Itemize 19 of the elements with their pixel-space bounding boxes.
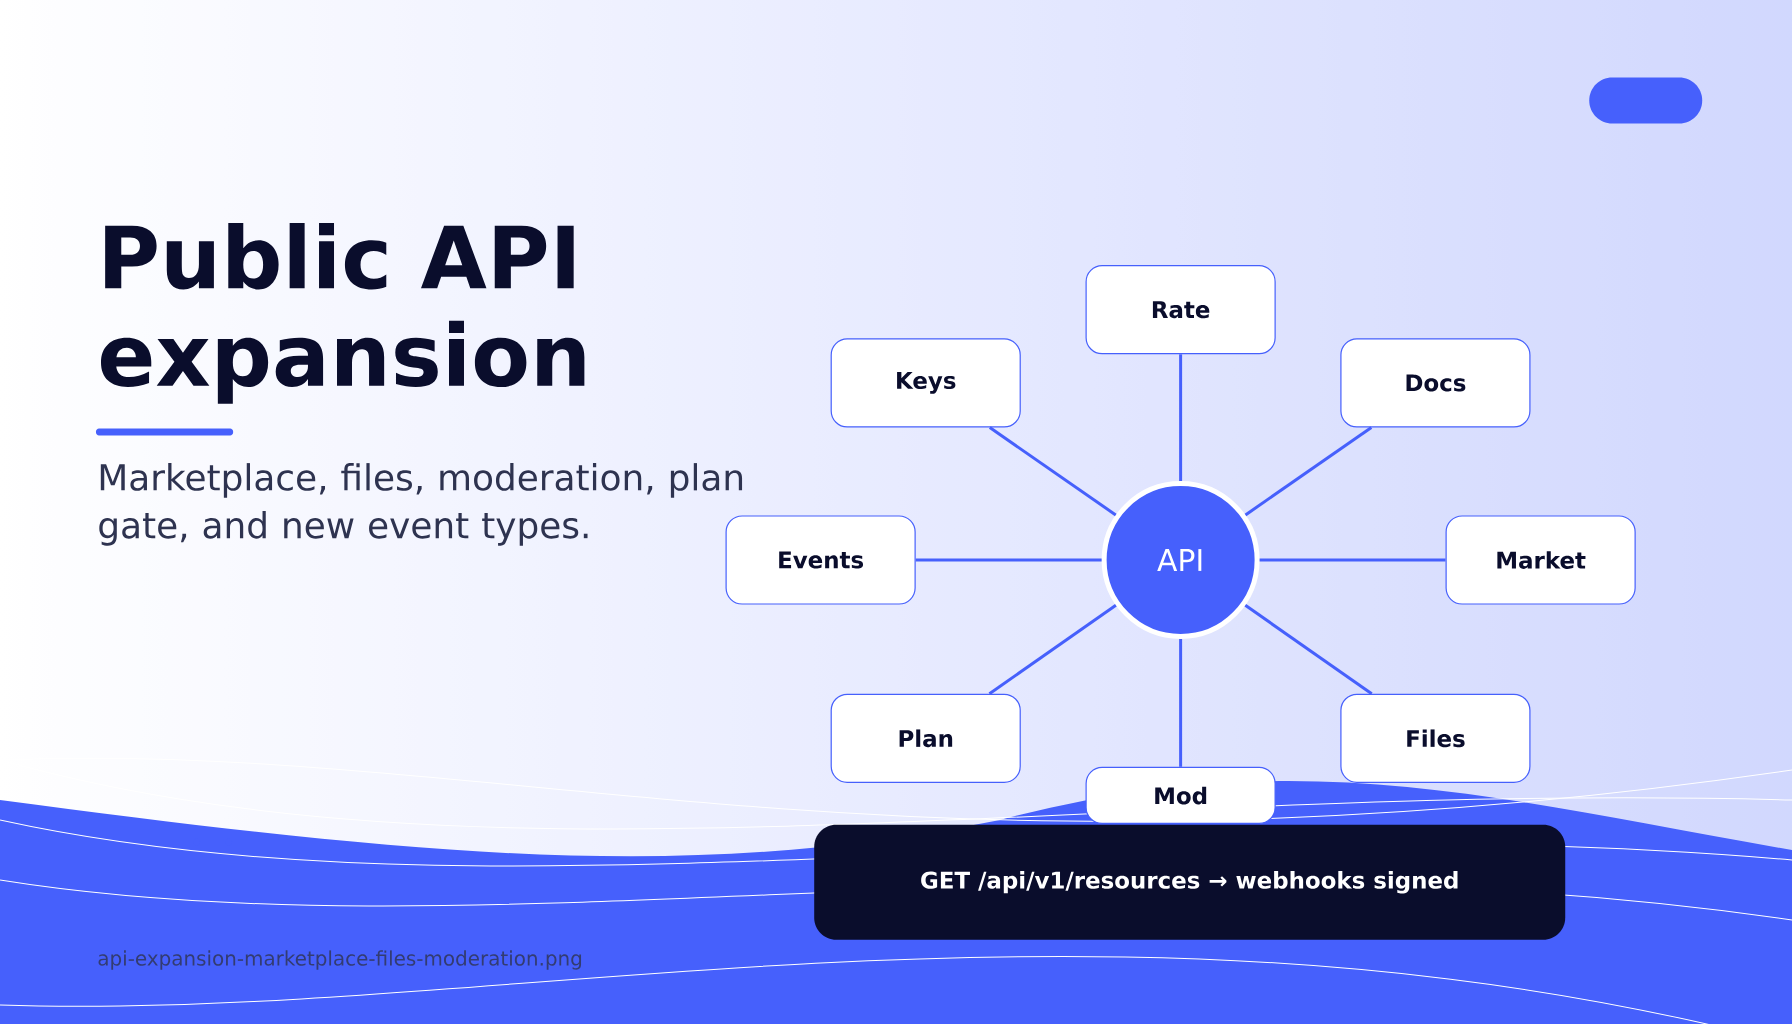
connector-line [1259,558,1446,562]
topic-box: Market [1445,515,1636,605]
connector-line [988,426,1117,517]
connector-line [1244,604,1373,695]
connector-line [1179,354,1183,481]
topic-box: Docs [1340,338,1531,428]
topic-box: Files [1340,693,1531,783]
topic-box: Rate [1085,265,1276,355]
topic-box: Events [725,515,916,605]
connector-line [1244,426,1373,517]
title: Public API expansion [101,223,585,404]
topic-box: Mod [1085,766,1276,824]
topic-box: Keys [830,338,1021,428]
connector-line [915,558,1102,562]
file-name: api-expansion-marketplace-files-moderation.png [98,950,582,970]
connector-line [988,604,1117,695]
code-banner: GET /api/v1/resources → webhooks signed [814,824,1566,940]
connector-line [1179,639,1183,767]
topic-box: Plan [830,693,1021,783]
